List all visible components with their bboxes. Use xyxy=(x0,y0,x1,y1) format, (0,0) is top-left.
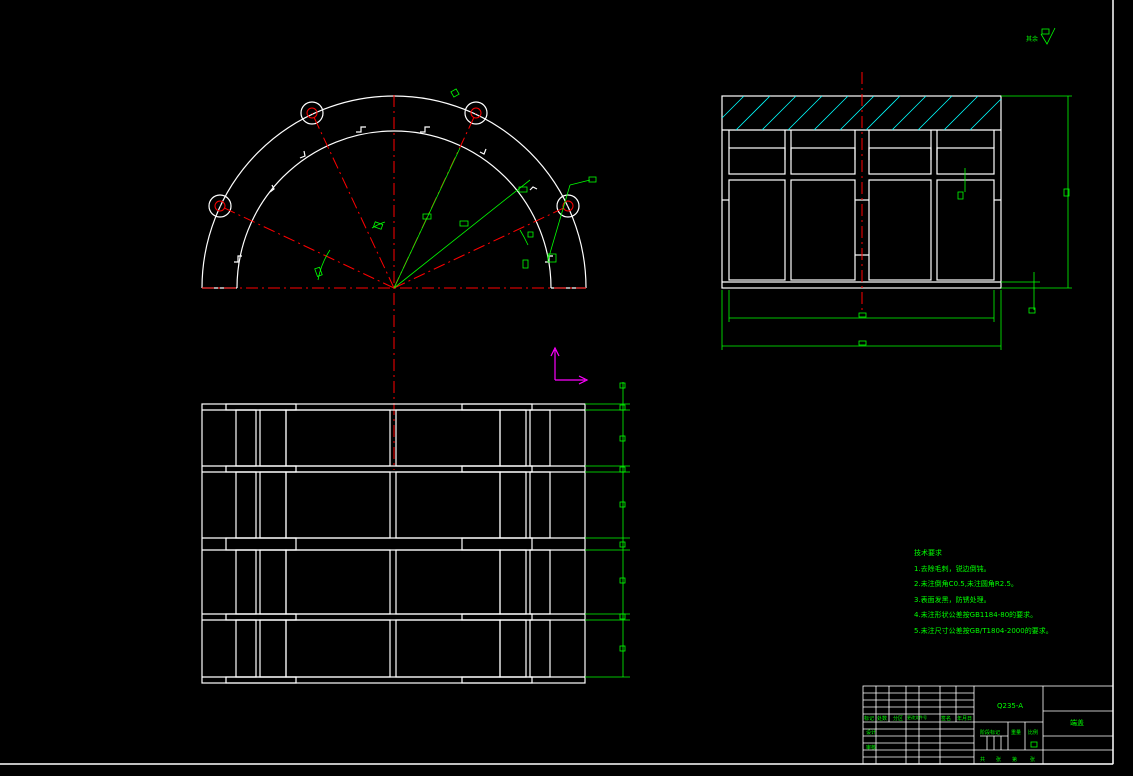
tb-col-sign: 签名 xyxy=(941,716,952,722)
tech-note-1: 1.去除毛刺，锐边倒钝。 xyxy=(914,564,991,573)
tb-sheet-unit-2: 张 xyxy=(1030,757,1036,763)
tb-col-mark: 标记 xyxy=(864,716,875,722)
tb-sheet-unit-1: 张 xyxy=(996,757,1002,763)
plan-view-dimensions xyxy=(585,382,630,678)
tech-note-4: 4.未注形状公差按GB1184-80的要求。 xyxy=(914,611,1038,619)
tb-col-count: 处数 xyxy=(877,716,888,722)
tb-scale: 比例 xyxy=(1028,730,1039,736)
tb-review: 审核 xyxy=(866,745,877,751)
section-hatch xyxy=(721,95,1002,131)
plan-view xyxy=(201,403,586,684)
angle-dimensions xyxy=(314,88,597,289)
tb-stage: 阶段标记 xyxy=(980,730,1001,736)
tech-notes-title: 技术要求 xyxy=(914,549,942,557)
tb-sheet-total: 共 xyxy=(980,757,986,763)
roughness-symbol-icon xyxy=(1040,27,1056,45)
title-block xyxy=(862,685,1114,765)
tb-col-zone: 分区 xyxy=(893,716,904,722)
tech-note-5: 5.未注尺寸公差按GB/T1804-2000的要求。 xyxy=(914,626,1053,635)
tech-note-2: 2.未注倒角C0.5,未注圆角R2.5。 xyxy=(914,580,1018,588)
tb-col-date: 年月日 xyxy=(957,716,973,722)
tb-col-change: 更改文件号 xyxy=(907,715,927,720)
technical-requirements: 技术要求 1.去除毛刺，锐边倒钝。 2.未注倒角C0.5,未注圆角R2.5。 3… xyxy=(914,546,1053,639)
ucs-icon xyxy=(550,346,589,385)
tb-design: 设计 xyxy=(866,730,877,736)
tb-weight: 重量 xyxy=(1011,730,1022,736)
drawing-border xyxy=(0,0,1114,765)
tb-sheet-num: 第 xyxy=(1012,757,1018,763)
bolt-hole-centers xyxy=(214,107,574,212)
roughness-label: 其余 xyxy=(1026,36,1039,43)
part-name: 端盖 xyxy=(1070,719,1084,727)
section-dimensions xyxy=(721,95,1072,350)
tech-note-3: 3.表面发黑，防锈处理。 xyxy=(914,595,991,604)
material-label: Q235-A xyxy=(997,702,1024,710)
